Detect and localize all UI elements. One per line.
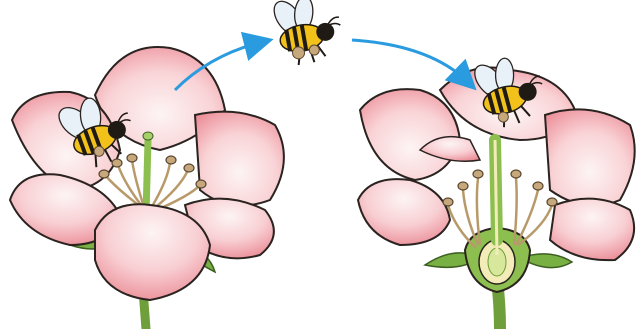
arrow-to-right-flower	[352, 40, 468, 82]
petal-right-lower-left	[358, 179, 450, 245]
petal-right-lower-right	[550, 199, 634, 261]
petal-right-back-left	[360, 89, 460, 180]
flower-left	[10, 47, 284, 329]
petal-left-back-right	[195, 112, 284, 206]
petal-left-front	[95, 204, 210, 300]
pollen-tube	[495, 140, 497, 255]
anthers-left	[99, 154, 206, 188]
petal-right-back-right	[545, 109, 635, 205]
bee-flying	[267, 0, 346, 68]
